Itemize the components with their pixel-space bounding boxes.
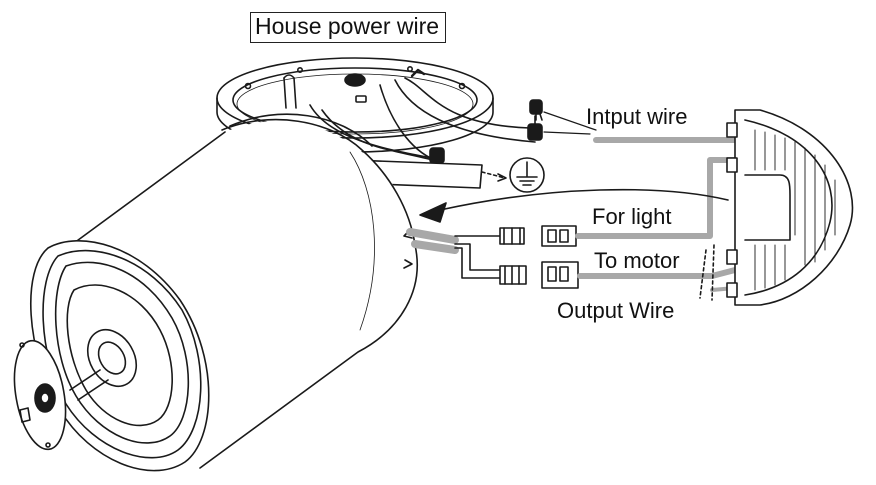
mount-hole-icon [344,73,366,87]
motor-shaft [13,339,109,451]
to-motor-label: To motor [594,248,680,273]
connector-light-female [541,225,577,247]
connector-motor-male [499,265,527,285]
wire-nut-1 [529,99,543,121]
output-harness [406,157,738,301]
receiver-unit [726,109,854,306]
receiver-vent-grid [754,129,836,291]
house-power-wire-label: House power wire [250,12,447,43]
connector-motor-female [541,261,579,289]
input-wire-label: Intput wire [586,104,688,129]
wire-nuts [429,99,543,164]
connector-light-male [499,227,525,245]
wire-nut-2 [527,115,543,141]
motor-housing [29,113,419,474]
supply-wires [309,68,536,163]
output-wire-label: Output Wire [557,298,675,323]
for-light-label: For light [592,204,672,229]
wire-nut-3 [429,147,445,164]
insert-arrow [419,188,729,223]
